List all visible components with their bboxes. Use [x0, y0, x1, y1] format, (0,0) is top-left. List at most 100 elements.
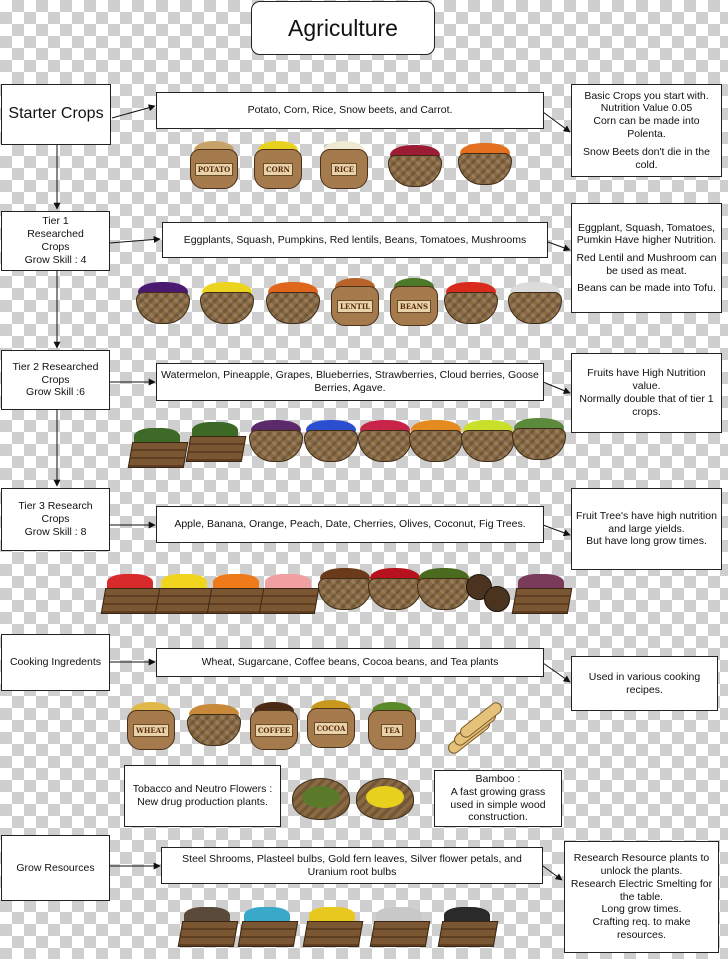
note-line: Used in various cooking recipes.	[588, 670, 701, 696]
blueberries-basket-image	[302, 420, 360, 464]
cooking-crops-text: Wheat, Sugarcane, Coffee beans, Cocoa be…	[201, 656, 499, 669]
tier2-note: Fruits have High Nutrition value. Normal…	[571, 353, 722, 433]
sack-label: COFFEE	[254, 723, 294, 737]
peach-crate-image	[258, 572, 320, 614]
steel-shroom-crate-image	[177, 905, 239, 947]
note-line: Beans can be made into Tofu.	[577, 281, 716, 294]
grapes-basket-image	[247, 420, 305, 464]
neutro-flower-basket-image	[356, 778, 414, 820]
uranium-root-crate-image	[437, 905, 499, 947]
tobacco-basket-image	[292, 778, 350, 820]
olives-basket-image	[415, 568, 473, 612]
tier-label-line: Grow Skill : 4	[24, 253, 87, 266]
wheat-sack-image: WHEAT	[126, 702, 176, 752]
starter-crops-label: Starter Crops	[8, 105, 104, 123]
cooking-box: Cooking Ingredents	[1, 634, 110, 691]
sack-label: POTATO	[194, 162, 234, 176]
coffee-sack-image: COFFEE	[249, 702, 299, 752]
note-line: Normally double that of tier 1 crops.	[579, 393, 714, 418]
gooseberries-basket-image	[459, 420, 517, 464]
tomato-basket-image	[442, 282, 500, 326]
grow-crops-list: Steel Shrooms, Plasteel bulbs, Gold fern…	[161, 847, 543, 884]
sack-label: COCOA	[313, 721, 349, 735]
note-line: But have long grow times.	[586, 535, 707, 548]
tier2-crops-text: Watermelon, Pineapple, Grapes, Blueberri…	[161, 369, 539, 394]
tier1-note: Eggplant, Squash, Tomatoes, Pumkin Have …	[571, 203, 722, 313]
cocoa-sack-image: COCOA	[306, 700, 356, 750]
sack-label: BEANS	[396, 299, 432, 313]
cooking-crops-list: Wheat, Sugarcane, Coffee beans, Cocoa be…	[156, 648, 544, 677]
cooking-note: Used in various cooking recipes.	[571, 656, 718, 711]
grow-crops-text: Steel Shrooms, Plasteel bulbs, Gold fern…	[182, 852, 522, 878]
bamboo-note: Bamboo : A fast growing grass used in si…	[434, 770, 562, 827]
orange-crate-image	[206, 572, 268, 614]
tier-label-line: Crops	[41, 373, 70, 386]
plasteel-bulb-crate-image	[237, 905, 299, 947]
note-line: A fast growing grass used in simple wood…	[450, 785, 546, 824]
tier-label-line: Tier 3 Research	[18, 500, 93, 513]
starter-crops-text: Potato, Corn, Rice, Snow beets, and Carr…	[247, 104, 453, 117]
starter-crops-list: Potato, Corn, Rice, Snow beets, and Carr…	[156, 92, 544, 129]
corn-sack-image: CORN	[253, 141, 303, 191]
tier2-crops-list: Watermelon, Pineapple, Grapes, Blueberri…	[156, 363, 544, 401]
tier-label-line: Grow Skill : 8	[24, 525, 87, 538]
grow-note: Research Resource plants to unlock the p…	[564, 841, 719, 953]
tier3-crops-text: Apple, Banana, Orange, Peach, Date, Cher…	[174, 518, 526, 531]
pineapple-crate-image	[185, 420, 247, 462]
sack-label: TEA	[381, 723, 403, 737]
tier-label-line: Researched	[27, 228, 84, 241]
cloudberries-basket-image	[407, 420, 465, 464]
silver-flower-crate-image	[369, 905, 431, 947]
grow-resources-label: Grow Resources	[16, 861, 95, 874]
cooking-label: Cooking Ingredents	[9, 656, 102, 669]
sugarcane-basket-image	[185, 704, 243, 748]
sack-label: LENTIL	[336, 299, 374, 313]
note-line: Crafting req. to make resources.	[592, 916, 691, 941]
squash-basket-image	[198, 282, 256, 326]
watermelon-crate-image	[127, 426, 189, 468]
note-line: Corn can be made into Polenta.	[593, 115, 700, 140]
starter-crops-box: Starter Crops	[1, 84, 111, 145]
bamboo-bundle-image	[440, 699, 505, 757]
tier1-box: Tier 1 Researched Crops Grow Skill : 4	[1, 211, 110, 271]
tier2-box: Tier 2 Researched Crops Grow Skill :6	[1, 350, 110, 410]
tier1-crops-list: Eggplants, Squash, Pumpkins, Red lentils…	[162, 222, 548, 258]
tier-label-line: Tier 2 Researched	[12, 360, 99, 373]
eggplant-basket-image	[134, 282, 192, 326]
note-line: Basic Crops you start with. Nutrition Va…	[584, 89, 709, 115]
note-line: Research Electric Smelting for the table…	[570, 877, 713, 903]
apple-crate-image	[100, 572, 162, 614]
cherries-basket-image	[366, 568, 424, 612]
tier-label-line: Crops	[41, 513, 70, 526]
sack-label: WHEAT	[132, 723, 170, 737]
note-line: Red Lentil and Mushroom can be used as m…	[576, 252, 717, 277]
tier3-note: Fruit Tree's have high nutrition and lar…	[571, 488, 722, 570]
tier3-crops-list: Apple, Banana, Orange, Peach, Date, Cher…	[156, 506, 544, 543]
note-line: Eggplant, Squash, Tomatoes, Pumkin Have …	[576, 221, 717, 247]
agave-basket-image	[510, 418, 568, 462]
rice-sack-image: RICE	[319, 141, 369, 191]
tier3-box: Tier 3 Research Crops Grow Skill : 8	[1, 488, 110, 551]
page-title: Agriculture	[251, 1, 435, 55]
tier-label-line: Grow Skill :6	[26, 386, 85, 399]
mushroom-basket-image	[506, 282, 564, 326]
lentil-sack-image: LENTIL	[330, 278, 380, 328]
starter-note: Basic Crops you start with. Nutrition Va…	[571, 84, 722, 177]
note-line: Long grow times.	[601, 903, 682, 916]
gold-fern-crate-image	[302, 905, 364, 947]
fig-crate-image	[511, 572, 573, 614]
pumpkin-basket-image	[264, 282, 322, 326]
beans-sack-image: BEANS	[389, 278, 439, 328]
sack-label: CORN	[263, 162, 293, 176]
carrot-basket-image	[456, 143, 514, 187]
tobacco-note: Tobacco and Neutro Flowers : New drug pr…	[124, 765, 281, 827]
note-line: Research Resource plants to unlock the p…	[573, 852, 710, 877]
banana-crate-image	[154, 572, 216, 614]
potato-sack-image: POTATO	[189, 141, 239, 191]
tier-label-line: Tier 1	[42, 215, 69, 228]
note-line: Snow Beets don't die in the cold.	[583, 145, 710, 171]
snow-beet-basket-image	[386, 145, 444, 189]
strawberries-basket-image	[356, 420, 414, 464]
note-line: Fruit Tree's have high nutrition and lar…	[576, 509, 717, 535]
